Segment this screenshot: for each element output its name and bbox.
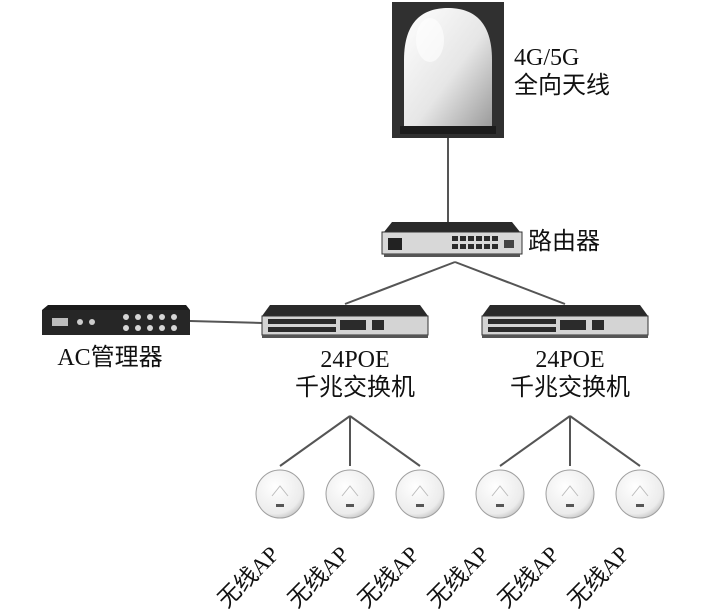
- switch-device-left: [261, 305, 429, 338]
- access-point-4: [475, 469, 525, 519]
- access-point-3: [395, 469, 445, 519]
- switch-label-left: 24POE 千兆交换机: [295, 346, 415, 402]
- switch-label-right: 24POE 千兆交换机: [510, 346, 630, 402]
- ac-manager-label: AC管理器: [57, 345, 163, 371]
- switch-label-left-line2: 千兆交换机: [295, 375, 415, 401]
- link-switch-left-ap1: [279, 415, 351, 467]
- antenna-label-line1: 4G/5G: [514, 45, 580, 71]
- link-switch-right-ap4: [499, 415, 571, 467]
- connection-lines: [189, 138, 641, 467]
- link-router-switch-left: [344, 261, 456, 305]
- link-router-switch-right: [454, 261, 566, 305]
- access-point-6: [615, 469, 665, 519]
- router-label: 路由器: [528, 229, 600, 255]
- switch-label-right-line1: 24POE: [535, 347, 605, 373]
- link-switch-left-ap3: [349, 415, 421, 467]
- access-point-2: [325, 469, 375, 519]
- ac-manager-device: [42, 305, 190, 335]
- switch-label-right-line2: 千兆交换机: [510, 375, 630, 401]
- link-ac-switch: [189, 320, 263, 324]
- link-switch-right-ap6: [569, 415, 641, 467]
- antenna-label: 4G/5G 全向天线: [514, 44, 610, 100]
- router-device: [381, 222, 523, 257]
- access-point-1: [255, 469, 305, 519]
- antenna-dome-image: [392, 2, 504, 138]
- access-point-5: [545, 469, 595, 519]
- antenna-label-line2: 全向天线: [514, 73, 610, 99]
- switch-label-left-line1: 24POE: [320, 347, 390, 373]
- switch-device-right: [481, 305, 649, 338]
